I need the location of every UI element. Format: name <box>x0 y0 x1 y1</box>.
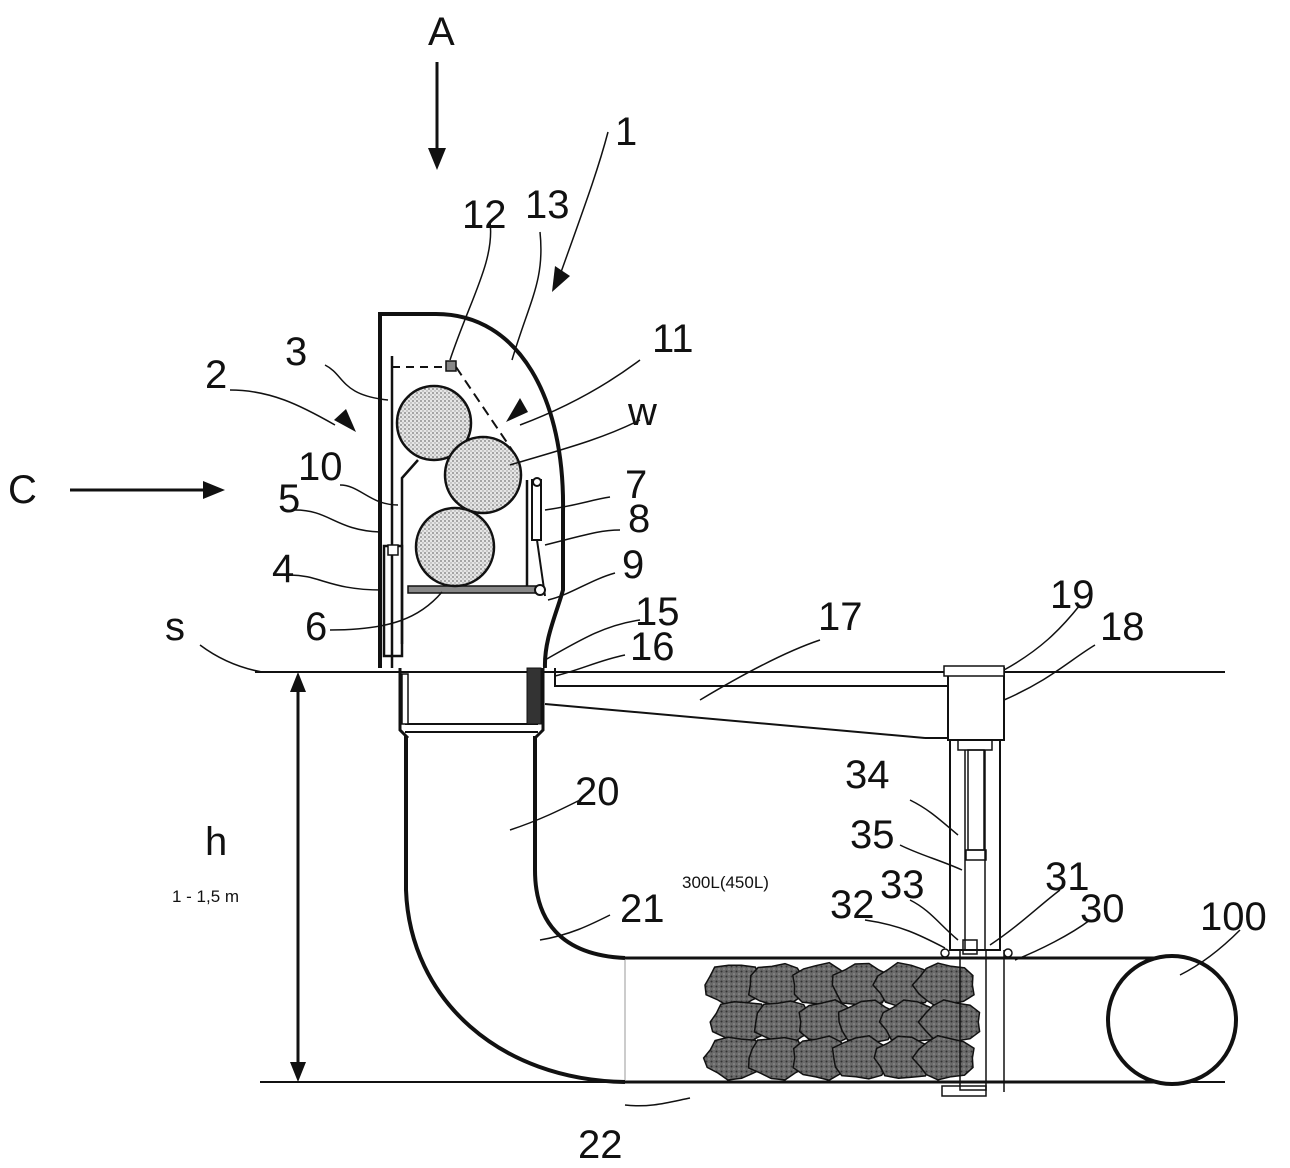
ball-3 <box>416 508 494 586</box>
seal-15 <box>402 674 408 724</box>
height-dimension-arrow <box>290 672 306 1082</box>
hinge-6 <box>535 585 545 595</box>
label-4: 4 <box>272 547 294 591</box>
label-3: 3 <box>285 330 307 374</box>
pipe-100 <box>1108 956 1236 1084</box>
label-20: 20 <box>575 770 620 814</box>
label-100: 100 <box>1200 895 1267 939</box>
label-2: 2 <box>205 353 227 397</box>
label-8: 8 <box>628 497 650 541</box>
label-9: 9 <box>622 543 644 587</box>
label-32: 32 <box>830 883 875 927</box>
label-6: 6 <box>305 605 327 649</box>
arrowhead-1 <box>552 266 570 292</box>
label-height-range: 1 - 1,5 m <box>172 887 239 906</box>
column-cap <box>958 740 992 750</box>
label-s: s <box>165 605 185 649</box>
label-5: 5 <box>278 477 300 521</box>
flap-6 <box>408 586 540 593</box>
ball-2 <box>445 437 521 513</box>
arrow-a <box>428 62 446 170</box>
bag-stack <box>704 963 980 1080</box>
label-13: 13 <box>525 183 570 227</box>
cylinder-5 <box>388 545 398 555</box>
leader-lines <box>200 132 1240 1106</box>
valve-base <box>942 1086 986 1096</box>
label-18: 18 <box>1100 605 1145 649</box>
label-22: 22 <box>578 1123 623 1167</box>
duct-17-bottom <box>545 704 925 738</box>
actuator-7 <box>532 480 541 540</box>
label-volume: 300L(450L) <box>682 873 769 892</box>
label-11: 11 <box>652 317 694 361</box>
seal-16 <box>527 668 541 724</box>
label-c: C <box>8 468 37 512</box>
arrow-c <box>70 481 225 499</box>
arrowhead-2 <box>334 409 356 432</box>
label-h: h <box>205 820 227 864</box>
label-12: 12 <box>462 193 507 237</box>
label-35: 35 <box>850 813 895 857</box>
label-16: 16 <box>630 625 675 669</box>
label-1: 1 <box>615 110 637 154</box>
bolt-30 <box>1004 949 1012 957</box>
pivot-7 <box>533 478 541 486</box>
label-w: w <box>627 390 657 434</box>
sensor-12 <box>446 361 456 371</box>
label-19: 19 <box>1050 573 1095 617</box>
label-17: 17 <box>818 595 863 639</box>
column-34 <box>950 740 1000 950</box>
label-33: 33 <box>880 863 925 907</box>
label-10: 10 <box>298 445 343 489</box>
box-19 <box>944 666 1004 676</box>
box-18 <box>948 668 1004 740</box>
label-34: 34 <box>845 753 890 797</box>
label-30: 30 <box>1080 887 1125 931</box>
label-21: 21 <box>620 887 665 931</box>
label-a: A <box>428 10 455 54</box>
bolt-32 <box>941 949 949 957</box>
arrowhead-11 <box>506 398 528 422</box>
piston-35 <box>966 850 986 860</box>
cylinder-35 <box>968 750 984 850</box>
